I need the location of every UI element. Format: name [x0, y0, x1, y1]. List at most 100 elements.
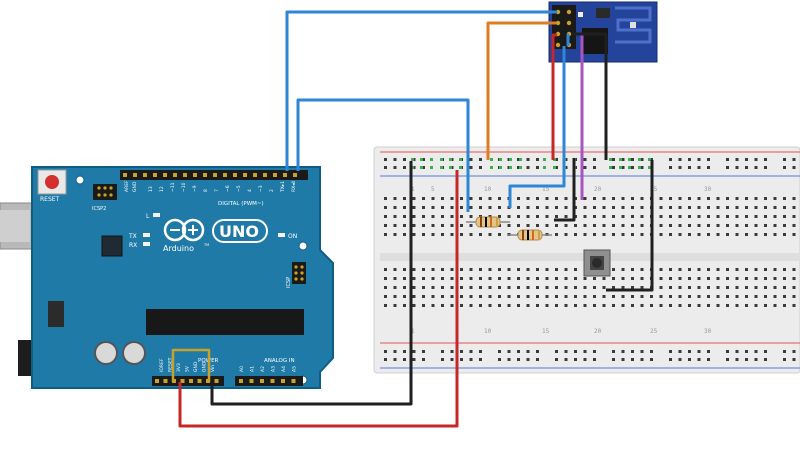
- breadboard-hole: [726, 215, 729, 218]
- breadboard-hole: [412, 350, 416, 353]
- breadboard-hole: [678, 304, 682, 307]
- breadboard-hole: [621, 197, 625, 200]
- wire-esp-rx: [508, 46, 566, 208]
- breadboard-hole: [735, 206, 739, 209]
- wire-divider-gnd: [554, 158, 576, 222]
- wire-esp-rx-divider: [566, 33, 570, 46]
- breadboard-hole: [450, 304, 454, 307]
- breadboard-hole: [650, 158, 653, 161]
- breadboard-hole: [441, 268, 444, 271]
- breadboard-hole: [393, 215, 397, 218]
- breadboard-hole: [517, 224, 520, 227]
- breadboard-hole: [640, 224, 644, 227]
- header-pin: [223, 173, 227, 177]
- breadboard-hole: [792, 277, 796, 280]
- breadboard-hole: [545, 304, 549, 307]
- breadboard-hole: [507, 268, 511, 271]
- breadboard-hole: [393, 277, 397, 280]
- breadboard-hole: [678, 268, 682, 271]
- breadboard-hole: [659, 286, 663, 289]
- analog-pin-label: A5: [292, 366, 298, 372]
- breadboard-hole: [441, 233, 444, 236]
- header-pin: [155, 379, 159, 383]
- breadboard-hole: [441, 224, 444, 227]
- breadboard-hole: [479, 197, 482, 200]
- breadboard-hole: [669, 304, 672, 307]
- breadboard-hole: [640, 233, 644, 236]
- breadboard-hole: [716, 206, 720, 209]
- breadboard-hole: [773, 197, 777, 200]
- breadboard-hole: [669, 206, 672, 209]
- header-pin: [183, 173, 187, 177]
- header-pin: [197, 379, 202, 383]
- breadboard-hole: [555, 166, 558, 169]
- breadboard-hole: [526, 224, 530, 227]
- breadboard-hole: [460, 295, 463, 298]
- header-pin: [203, 173, 207, 177]
- header-pin: [263, 173, 267, 177]
- breadboard-hole: [393, 350, 397, 353]
- breadboard-hole: [792, 350, 796, 353]
- breadboard-hole: [536, 268, 539, 271]
- breadboard-hole: [441, 277, 444, 280]
- breadboard-hole: [764, 166, 767, 169]
- breadboard-hole: [640, 268, 644, 271]
- breadboard-hole: [469, 286, 473, 289]
- breadboard-hole: [431, 206, 435, 209]
- breadboard-hole: [659, 233, 663, 236]
- breadboard-hole: [707, 158, 710, 161]
- breadboard-hole: [403, 215, 406, 218]
- esp-chip: [582, 28, 608, 54]
- breadboard-hole: [564, 277, 568, 280]
- esp8266-module: [548, 1, 658, 63]
- breadboard-hole: [726, 206, 729, 209]
- breadboard-hole: [479, 158, 482, 161]
- connected-hole: [459, 166, 462, 169]
- breadboard-hole: [631, 268, 634, 271]
- breadboard-hole: [412, 286, 416, 289]
- breadboard-hole: [754, 286, 758, 289]
- breadboard-hole: [745, 224, 748, 227]
- breadboard-hole: [621, 166, 625, 169]
- connected-hole: [430, 158, 433, 161]
- breadboard-hole: [431, 215, 435, 218]
- breadboard-hole: [745, 197, 748, 200]
- breadboard-hole: [412, 358, 416, 361]
- breadboard-hole: [574, 277, 577, 280]
- breadboard-hole: [783, 286, 786, 289]
- breadboard-hole: [526, 277, 530, 280]
- breadboard-hole: [745, 277, 748, 280]
- digital-pin-label: RX◂0: [291, 181, 297, 192]
- breadboard-hole: [612, 277, 615, 280]
- breadboard-hole: [678, 350, 682, 353]
- breadboard-hole: [688, 224, 691, 227]
- breadboard-hole: [792, 197, 796, 200]
- breadboard-hole: [393, 358, 397, 361]
- breadboard-hole: [593, 206, 596, 209]
- connected-hole: [509, 158, 512, 161]
- breadboard-hole: [659, 206, 663, 209]
- digital-pin-label: 12: [159, 186, 165, 192]
- breadboard-hole: [707, 233, 710, 236]
- breadboard-hole: [697, 215, 701, 218]
- connected-hole: [553, 166, 556, 169]
- breadboard-hole: [754, 295, 758, 298]
- breadboard-hole: [726, 268, 729, 271]
- connected-hole: [628, 166, 631, 169]
- digital-pin-label: TX▸1: [280, 181, 286, 193]
- breadboard-hole: [583, 286, 587, 289]
- breadboard-hole: [583, 277, 587, 280]
- breadboard-hole: [669, 268, 672, 271]
- breadboard-hole: [707, 268, 710, 271]
- model-label: UNO: [219, 222, 259, 241]
- breadboard-hole: [612, 224, 615, 227]
- breadboard-hole: [403, 358, 406, 361]
- breadboard-hole: [555, 304, 558, 307]
- breadboard-hole: [754, 268, 758, 271]
- breadboard-hole: [688, 286, 691, 289]
- breadboard-hole: [517, 295, 520, 298]
- breadboard-hole: [403, 268, 406, 271]
- breadboard-hole: [403, 295, 406, 298]
- breadboard-hole: [593, 295, 596, 298]
